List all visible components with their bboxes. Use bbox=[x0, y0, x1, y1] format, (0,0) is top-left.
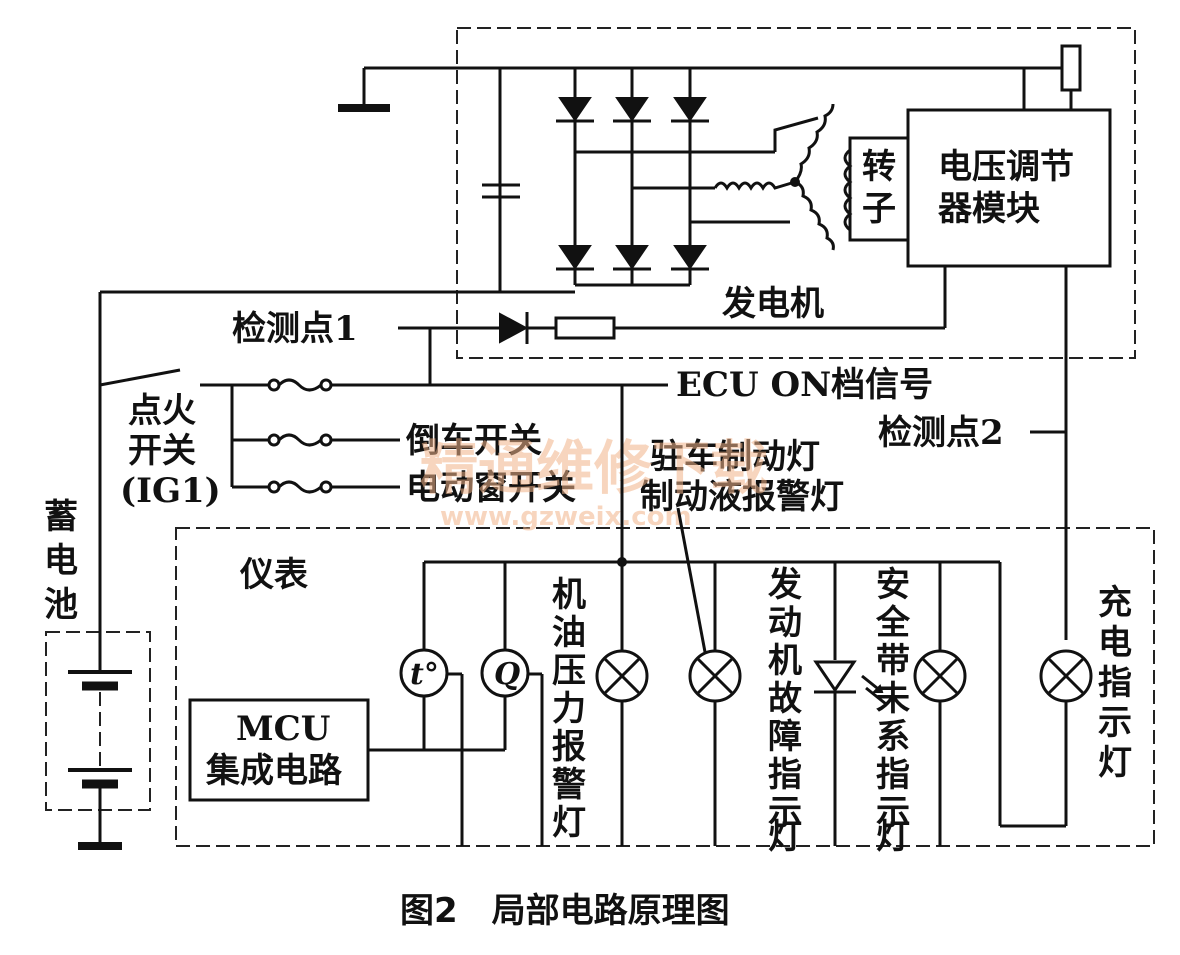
rectifier-bridge bbox=[482, 66, 790, 292]
ecu-on-signal-label: ECU ON档信号 bbox=[676, 365, 933, 405]
svg-text:示: 示 bbox=[876, 793, 910, 833]
fuse-reverse bbox=[267, 433, 333, 447]
temperature-gauge bbox=[399, 648, 449, 698]
svg-text:全: 全 bbox=[875, 603, 911, 643]
svg-text:机: 机 bbox=[552, 575, 586, 615]
svg-text:示: 示 bbox=[1098, 703, 1132, 743]
parking-brake-lamp-icon bbox=[688, 649, 742, 703]
test-point-1-label: 检测点1 bbox=[232, 309, 358, 349]
battery-enclosure bbox=[45, 631, 151, 811]
seatbelt-lamp-icon bbox=[913, 649, 967, 703]
mcu-label-2: 集成电路 bbox=[205, 751, 343, 791]
svg-text:故: 故 bbox=[768, 679, 802, 719]
svg-text:带: 带 bbox=[876, 641, 910, 681]
battery-label-1: 蓄 bbox=[44, 497, 78, 537]
charge-lamp-icon bbox=[1039, 649, 1093, 703]
brake-fluid-lamp-label: 制动液报警灯 bbox=[640, 477, 844, 517]
fuel-gauge bbox=[480, 648, 530, 698]
mcu-box bbox=[188, 698, 370, 802]
watermark-url: www.gzweix.com bbox=[440, 502, 692, 532]
svg-text:灯: 灯 bbox=[1098, 743, 1132, 783]
svg-text:压: 压 bbox=[552, 651, 586, 691]
mcu-label-1: MCU bbox=[236, 709, 330, 749]
svg-text:灯: 灯 bbox=[768, 817, 802, 857]
battery-label-3: 池 bbox=[44, 585, 78, 625]
svg-text:指: 指 bbox=[876, 755, 910, 795]
svg-text:指: 指 bbox=[1098, 663, 1132, 703]
charge-lamp-label: 充 电 指 示 灯 bbox=[1098, 583, 1132, 783]
battery-label-2: 电 bbox=[44, 541, 78, 581]
svg-text:油: 油 bbox=[552, 613, 586, 653]
voltage-regulator-box bbox=[906, 108, 1112, 268]
svg-text:发: 发 bbox=[768, 565, 802, 605]
ground-symbol-top bbox=[338, 66, 1062, 112]
generator-enclosure bbox=[456, 27, 1136, 359]
svg-text:动: 动 bbox=[768, 603, 802, 643]
svg-text:报: 报 bbox=[552, 727, 586, 767]
fuel-gauge-label: Q bbox=[494, 657, 520, 692]
instrument-label: 仪表 bbox=[239, 555, 308, 595]
figure-caption: 图2 局部电路原理图 bbox=[400, 891, 730, 931]
ignition-label-1: 点火 bbox=[128, 391, 196, 431]
instrument-enclosure bbox=[175, 527, 1155, 847]
svg-text:系: 系 bbox=[876, 717, 910, 757]
svg-text:灯: 灯 bbox=[552, 803, 586, 843]
parking-brake-lamp-label: 驻车制动灯 bbox=[650, 437, 820, 477]
temperature-gauge-label: t° bbox=[410, 657, 439, 692]
rotor-winding bbox=[843, 136, 908, 242]
battery bbox=[68, 640, 132, 850]
ignition-label-2: 开关 bbox=[128, 431, 196, 471]
engine-fault-lamp-label: 发 动 机 故 障 指 示 灯 bbox=[768, 565, 802, 857]
fuse-ecu bbox=[267, 378, 333, 392]
regulator-label-2: 器模块 bbox=[938, 189, 1040, 229]
oil-pressure-lamp-label: 机 油 压 力 报 警 灯 bbox=[552, 575, 586, 843]
generator-label: 发电机 bbox=[722, 284, 824, 324]
instrument-wiring bbox=[368, 385, 1068, 846]
engine-fault-led-icon bbox=[813, 660, 887, 706]
svg-text:电: 电 bbox=[1098, 623, 1132, 663]
svg-text:力: 力 bbox=[552, 689, 586, 729]
main-wiring bbox=[98, 266, 1068, 640]
svg-text:机: 机 bbox=[768, 641, 802, 681]
test-point-2-label: 检测点2 bbox=[878, 413, 1004, 453]
svg-text:灯: 灯 bbox=[876, 817, 910, 857]
brush-resistor bbox=[1060, 44, 1082, 92]
stator-winding bbox=[690, 103, 835, 251]
fuse-window bbox=[267, 480, 333, 494]
svg-text:充: 充 bbox=[1098, 583, 1132, 623]
rotor-label-1: 转 bbox=[862, 147, 896, 187]
svg-text:示: 示 bbox=[768, 793, 802, 833]
oil-pressure-lamp-icon bbox=[595, 649, 649, 703]
svg-text:障: 障 bbox=[768, 717, 802, 757]
seatbelt-lamp-label: 安 全 带 未 系 指 示 灯 bbox=[875, 565, 911, 857]
reverse-switch-label: 倒车开关 bbox=[405, 421, 542, 461]
rotor-label-2: 子 bbox=[862, 189, 896, 229]
svg-text:安: 安 bbox=[876, 565, 910, 605]
ignition-label-3: (IG1) bbox=[120, 471, 221, 511]
svg-text:未: 未 bbox=[876, 679, 910, 719]
window-switch-label: 电动窗开关 bbox=[406, 468, 576, 508]
regulator-label-1: 电压调节 bbox=[938, 147, 1074, 187]
svg-text:警: 警 bbox=[552, 765, 586, 805]
watermark-main: 精通维修下载 bbox=[420, 434, 768, 502]
svg-text:指: 指 bbox=[768, 755, 802, 795]
